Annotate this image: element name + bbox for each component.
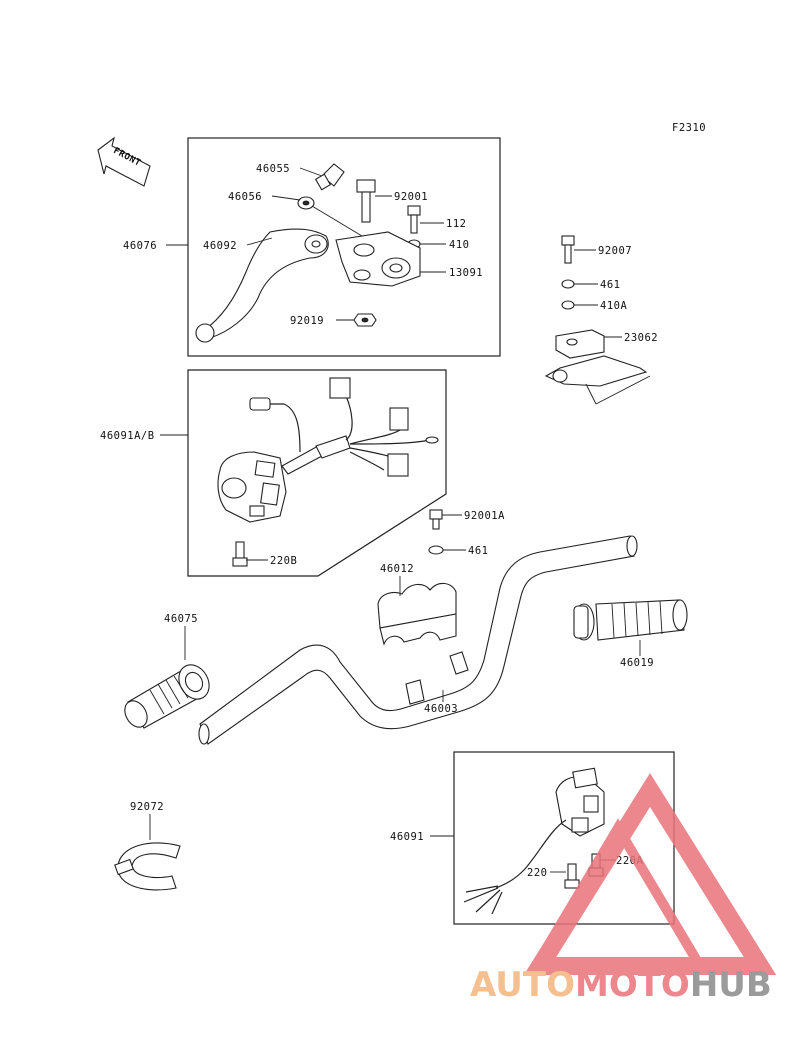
part-46003: 46003: [424, 703, 458, 715]
part-220: 220: [527, 867, 547, 879]
svg-text:AUTOMOTOHUB: AUTOMOTOHUB: [470, 965, 772, 1005]
switch-housing-box: [187, 369, 447, 577]
right-grip: [573, 599, 688, 641]
part-220b: 220B: [270, 555, 297, 567]
part-410a: 410A: [600, 300, 627, 312]
right-switch-housing: [463, 767, 605, 915]
part-92001: 92001: [394, 191, 428, 203]
watermark-moto: MOTO: [575, 965, 690, 1005]
part-92072: 92072: [130, 801, 164, 813]
mount-bolt: [561, 235, 575, 264]
watermark-hub: HUB: [690, 965, 772, 1005]
watermark-auto: AUTO: [470, 965, 575, 1005]
part-46091: 46091: [390, 831, 424, 843]
band-clamp: [114, 842, 181, 891]
washer-410a: [561, 300, 575, 310]
front-arrow-icon: FRONT: [97, 136, 151, 187]
clutch-lever: [195, 228, 329, 343]
lever-nut: [353, 313, 377, 327]
part-92019: 92019: [290, 315, 324, 327]
lever-assembly-box: [187, 137, 501, 357]
left-switch-housing: [217, 377, 439, 523]
part-461-top: 461: [600, 279, 620, 291]
bolt-92001a: [429, 509, 443, 530]
part-23062: 23062: [624, 332, 658, 344]
handlebar-holder: [377, 582, 457, 646]
screw-220: [564, 863, 580, 889]
lever-bracket: [335, 231, 421, 287]
part-13091: 13091: [449, 267, 483, 279]
part-461-mid: 461: [468, 545, 488, 557]
part-46055: 46055: [256, 163, 290, 175]
lock-nut: [297, 196, 315, 210]
part-46092: 46092: [203, 240, 237, 252]
part-92007: 92007: [598, 245, 632, 257]
part-46019: 46019: [620, 657, 654, 669]
left-grip: [124, 664, 210, 729]
mirror-bracket: [544, 329, 651, 405]
washer-461-mid: [428, 545, 444, 555]
part-46091ab: 46091A/B: [100, 430, 155, 442]
right-switch-box: [453, 751, 675, 925]
screw-220b: [232, 541, 248, 567]
part-410: 410: [449, 239, 469, 251]
clamp-bolt: [407, 205, 421, 234]
part-92001a: 92001A: [464, 510, 505, 522]
part-46012: 46012: [380, 563, 414, 575]
part-46076: 46076: [123, 240, 157, 252]
handlebar: [198, 535, 638, 745]
figure-code: F2310: [672, 122, 706, 134]
washer-461-top: [561, 279, 575, 289]
part-112: 112: [446, 218, 466, 230]
part-46056: 46056: [228, 191, 262, 203]
automotohub-logo: AUTOMOTOHUB: [470, 773, 777, 1005]
adjuster-bolt: [314, 163, 345, 191]
pivot-bolt: [356, 179, 376, 223]
part-46075: 46075: [164, 613, 198, 625]
